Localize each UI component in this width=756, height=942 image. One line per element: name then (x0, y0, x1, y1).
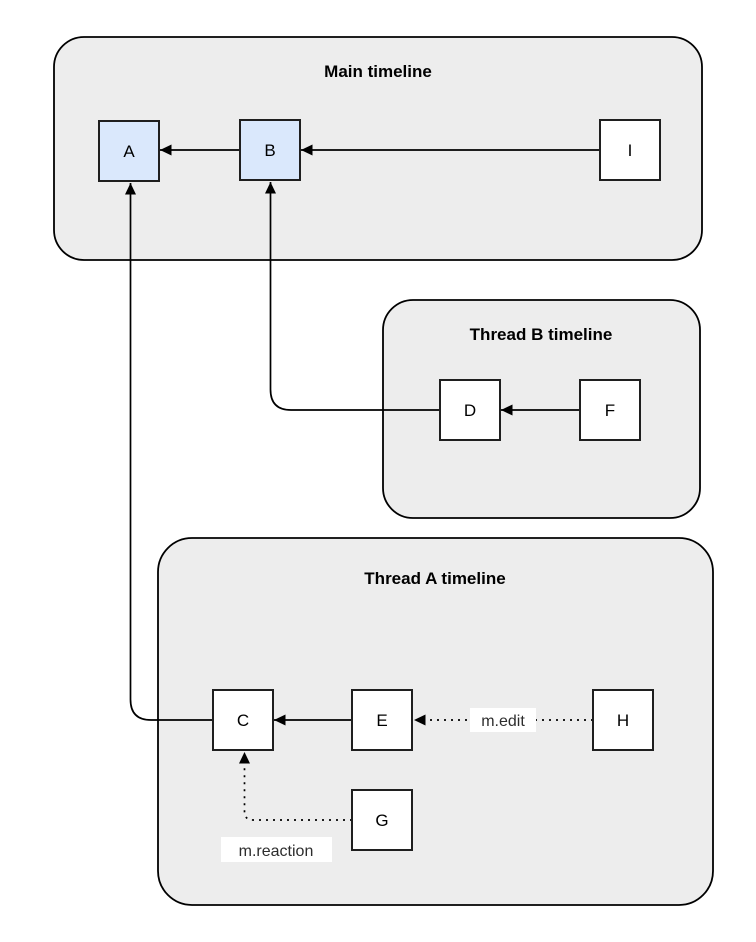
edge-label-m-edit: m.edit (470, 708, 536, 732)
node-i-label: I (628, 141, 633, 160)
node-c: C (212, 689, 274, 751)
node-i: I (599, 119, 661, 181)
thread-b-timeline-box (382, 299, 701, 519)
nodes: A B I D F C E H (98, 119, 661, 851)
node-c-box (212, 689, 274, 751)
thread-a-timeline-title: Thread A timeline (364, 569, 505, 588)
node-d-box (439, 379, 501, 441)
node-d-label: D (464, 401, 476, 420)
node-g-label: G (375, 811, 388, 830)
edge-label-m-reaction-bg (221, 837, 332, 862)
node-f-box (579, 379, 641, 441)
node-h: H (592, 689, 654, 751)
node-f: F (579, 379, 641, 441)
edge-label-m-reaction-text: m.reaction (239, 843, 314, 860)
node-a: A (98, 120, 160, 182)
main-timeline-container: Main timeline (53, 36, 703, 261)
node-e: E (351, 689, 413, 751)
edge-g-to-c (239, 752, 352, 821)
node-c-label: C (237, 711, 249, 730)
node-b-label: B (264, 141, 275, 160)
node-i-box (599, 119, 661, 181)
edge-label-m-edit-text: m.edit (481, 713, 525, 730)
node-b: B (239, 119, 301, 181)
node-a-box (98, 120, 160, 182)
thread-b-timeline-title: Thread B timeline (470, 325, 613, 344)
node-g-box (351, 789, 413, 851)
main-timeline-title: Main timeline (324, 62, 432, 81)
thread-a-timeline-box (157, 537, 714, 906)
thread-b-timeline-container: Thread B timeline (382, 299, 701, 519)
node-h-box (592, 689, 654, 751)
node-g: G (351, 789, 413, 851)
node-f-label: F (605, 401, 615, 420)
node-a-label: A (123, 142, 135, 161)
node-e-label: E (376, 711, 387, 730)
edges (125, 144, 600, 821)
edge-c-to-a (125, 183, 213, 721)
edge-label-m-edit-bg (470, 708, 536, 732)
node-d: D (439, 379, 501, 441)
node-e-box (351, 689, 413, 751)
node-h-label: H (617, 711, 629, 730)
thread-a-timeline-container: Thread A timeline (157, 537, 714, 906)
node-b-box (239, 119, 301, 181)
edge-d-to-b (265, 182, 440, 411)
edge-label-m-reaction: m.reaction (221, 837, 332, 862)
main-timeline-box (53, 36, 703, 261)
